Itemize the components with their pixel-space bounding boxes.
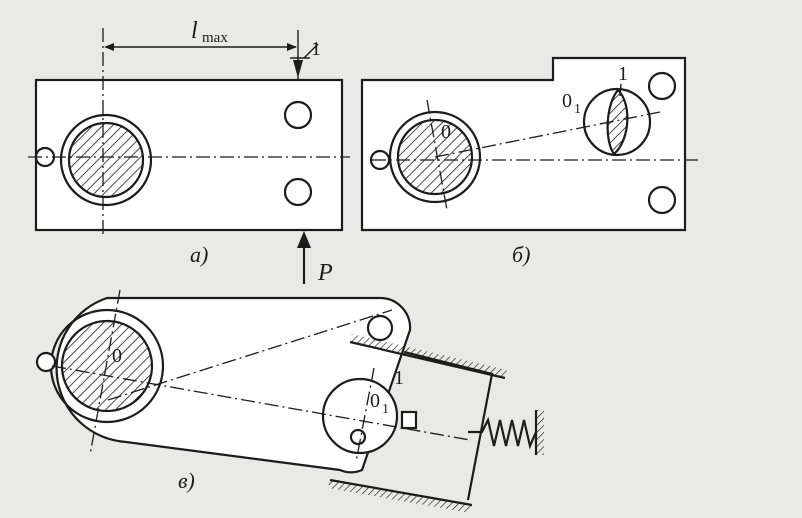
bore-ring-a [59,113,153,207]
pin-v [60,319,154,413]
slider-block [403,350,494,501]
panel-v: 0 0 1 1 в) [35,289,544,513]
centerline-tilted-b [426,99,448,211]
caption-v: в) [178,468,195,493]
label-force-p: P [317,260,333,286]
roller-pin-v [349,428,367,446]
panel-b: 0 0 1 1 б) [360,56,700,267]
label-l: l [191,18,198,44]
hole-bottom-a [283,177,313,207]
hole-lever-v [366,314,394,342]
centerline-vertical-v [89,289,121,456]
label-1v: 1 [394,367,404,389]
centerline-diag-v [107,309,393,401]
support-arrow-a [293,60,303,78]
hole-top-b [647,71,677,101]
spring [468,416,538,450]
dim-arrow-right [287,43,297,51]
bore-ring-b [388,110,482,204]
small-pin-v [35,351,57,373]
cam-key-v [400,410,418,430]
centerline-to-o1-b [434,111,661,158]
caption-a: а) [190,242,208,267]
hole-top-a [283,100,313,130]
leader-1b [619,83,622,97]
label-1a: 1 [311,38,321,60]
roller-circle-v [321,377,399,455]
diamond-pin-b [606,88,629,156]
centerline-roller-v [355,367,375,463]
leader-1a [303,43,319,59]
label-o1-b: 0 [562,90,572,112]
pin-a [67,121,145,199]
label-1b: 1 [618,63,628,85]
label-o-v: 0 [112,345,122,367]
hole-bottom-b [647,185,677,215]
label-max: max [202,30,228,46]
label-o-b: 0 [441,121,451,143]
caption-b: б) [512,242,530,267]
label-o1-v-sub: 1 [382,402,389,417]
force-arrow-p [297,231,311,248]
dim-arrow-left [104,43,114,51]
spring-wall-hatch [536,410,544,455]
guide-rail-bottom-hatch [328,480,472,513]
label-o1-v: 0 [370,390,380,412]
panel-a: l max 1 P а) [28,18,350,286]
label-o1-b-sub: 1 [574,102,581,117]
